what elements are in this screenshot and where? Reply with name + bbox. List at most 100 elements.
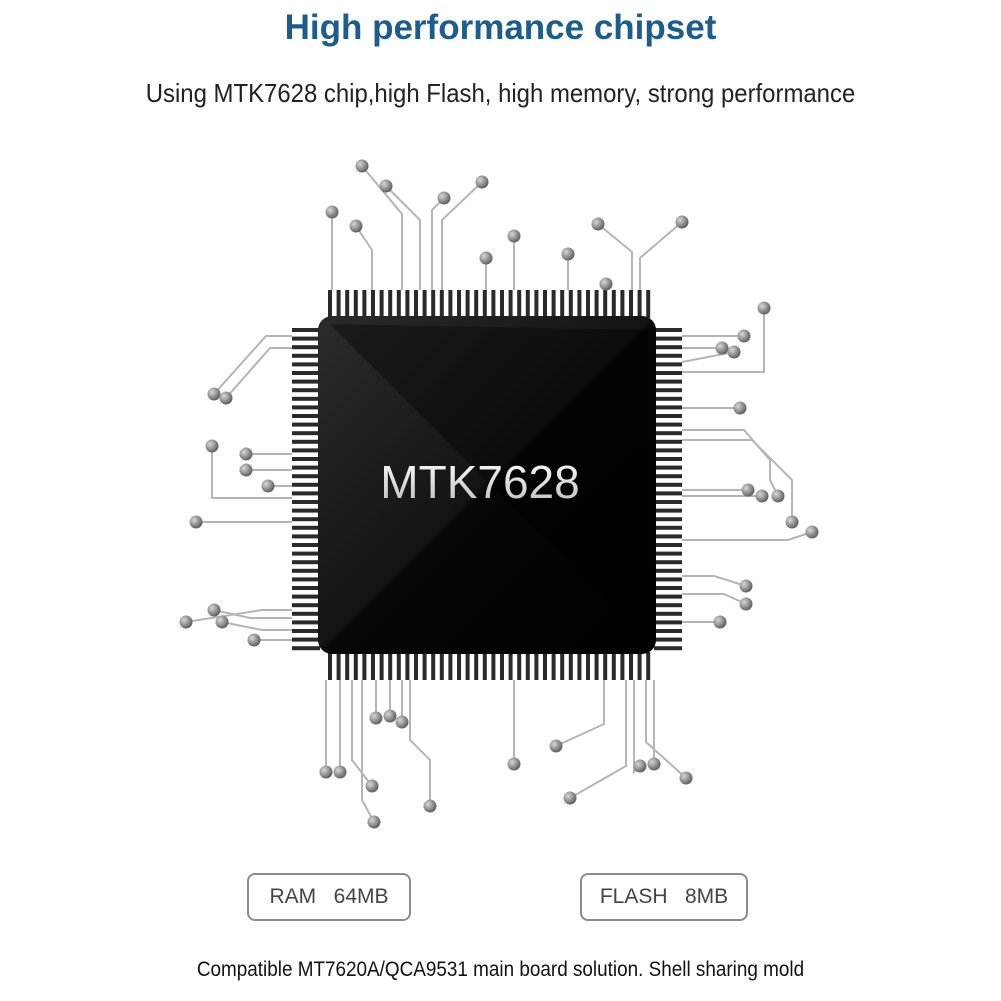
trace-dot-icon (549, 739, 563, 753)
chip-pin (500, 290, 504, 318)
trace-dot-icon (207, 603, 221, 617)
chip-pin (292, 534, 320, 539)
chip-pin (345, 652, 350, 680)
circuit-trace (409, 680, 431, 806)
chip-pin (629, 652, 633, 680)
chip-pin (654, 448, 682, 453)
trace-dot-icon (715, 341, 729, 355)
chip-pin (292, 551, 320, 556)
trace-endpoints (179, 159, 819, 829)
chip-pin (292, 611, 320, 616)
chip-pin (577, 652, 582, 680)
chip-pin (292, 457, 320, 461)
circuit-trace (682, 593, 747, 605)
circuit-trace (682, 308, 765, 373)
trace-dot-icon (805, 525, 819, 539)
chip-pin (474, 652, 479, 680)
trace-dot-icon (189, 515, 203, 529)
trace-dot-icon (785, 515, 799, 529)
chip-pin (543, 290, 547, 318)
chip-pin (637, 652, 642, 680)
chip-pin (292, 560, 320, 565)
chip-pin (292, 646, 320, 651)
chip-pin (654, 431, 682, 436)
chip-pin (439, 290, 444, 318)
page-subtitle: Using MTK7628 chip,high Flash, high memo… (145, 78, 856, 108)
trace-dot-icon (379, 179, 393, 193)
chip-pin (292, 603, 320, 608)
chip-pin (517, 652, 522, 680)
chip-pin (611, 290, 616, 318)
chip-pin (457, 652, 461, 680)
trace-dot-icon (741, 483, 755, 497)
chip-pin (292, 517, 320, 522)
circuit-trace (355, 225, 373, 290)
chip-pin (405, 290, 410, 318)
chip-pin (654, 396, 682, 401)
trace-dot-icon (739, 579, 753, 593)
chip-pin (371, 652, 375, 680)
chip-pin (654, 465, 682, 470)
chip-pin (457, 290, 461, 318)
chip-pin (422, 652, 427, 680)
chip-pin (405, 652, 410, 680)
chip-pin (448, 290, 453, 318)
chip-pin (379, 290, 384, 318)
chip-pin (620, 290, 625, 318)
chip-pin (568, 652, 573, 680)
trace-dot-icon (475, 175, 489, 189)
chip-pin (654, 500, 682, 504)
chip-pin (654, 457, 682, 461)
chip-pin (292, 543, 320, 547)
circuit-trace (351, 680, 373, 787)
chip-pin (586, 652, 590, 680)
chip-body: MTK7628 (318, 316, 656, 654)
chip-pin (654, 568, 682, 573)
chip-pin (654, 551, 682, 556)
chip-pin (654, 405, 682, 410)
circuit-trace (225, 347, 292, 399)
ram-spec-badge: RAM 64MB (247, 873, 411, 921)
chip-pin (517, 290, 522, 318)
chip-pin (345, 290, 350, 318)
chip-pin (465, 652, 470, 680)
chip-pin (646, 652, 651, 680)
chip-pin (654, 517, 682, 522)
circuit-trace (569, 680, 627, 799)
chip-pin (654, 543, 682, 547)
circuit-trace (221, 621, 292, 631)
trace-dot-icon (675, 215, 689, 229)
chip-pins (292, 290, 682, 680)
trace-dot-icon (333, 765, 347, 779)
trace-dot-icon (679, 771, 693, 785)
compatibility-note: Compatible MT7620A/QCA9531 main board so… (196, 958, 805, 981)
trace-dot-icon (507, 229, 521, 243)
chip-pin (654, 353, 682, 358)
chip-icon (318, 316, 656, 654)
chip-pin (491, 290, 496, 318)
trace-dot-icon (507, 757, 521, 771)
circuit-trace (645, 680, 687, 779)
chip-pin (292, 396, 320, 401)
chip-pin (654, 439, 682, 444)
circuit-trace (441, 181, 483, 290)
chip-pin (396, 652, 401, 680)
circuit-trace (185, 609, 292, 623)
chip-pin (292, 568, 320, 573)
chip-pin (292, 629, 320, 633)
chip-pin (577, 290, 582, 318)
chip-pin (654, 379, 682, 384)
chip-pin (292, 577, 320, 582)
chip-pin (525, 290, 530, 318)
trace-dot-icon (239, 447, 253, 461)
chip-pin (292, 353, 320, 358)
chip-pin (353, 652, 358, 680)
chip-pin (292, 474, 320, 479)
chip-pin (551, 652, 556, 680)
trace-dot-icon (591, 217, 605, 231)
trace-dot-icon (771, 489, 785, 503)
chip-pin (654, 336, 682, 341)
chip-pin (654, 345, 682, 350)
trace-dot-icon (633, 759, 647, 773)
chip-pin (292, 637, 320, 642)
